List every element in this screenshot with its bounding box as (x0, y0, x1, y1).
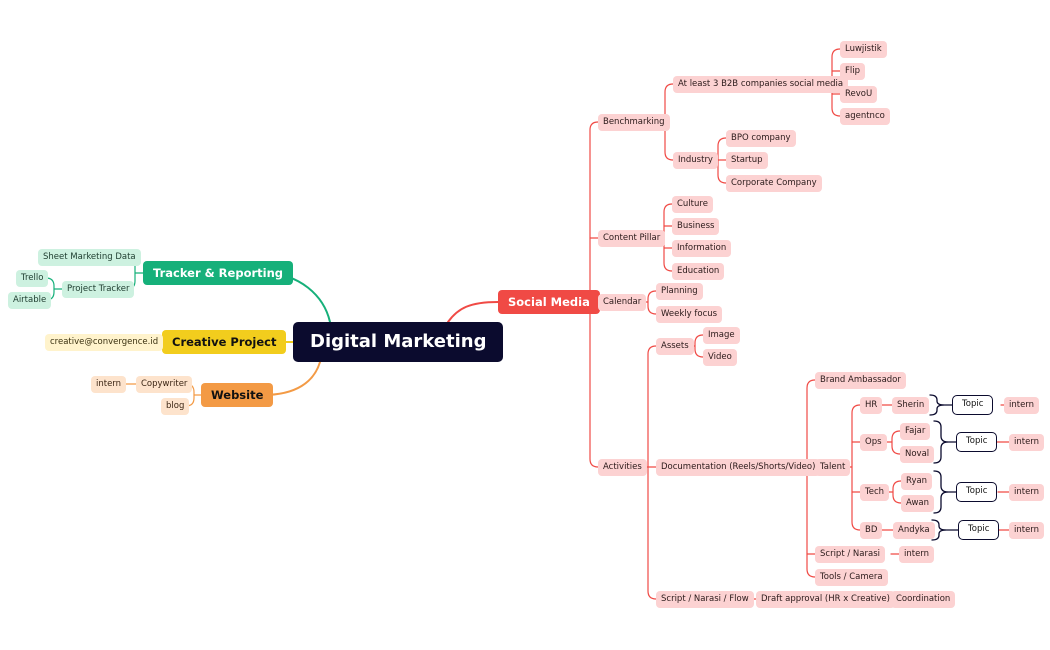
topic-ops[interactable]: Topic (956, 432, 998, 452)
node-sherin[interactable]: Sherin (892, 397, 930, 414)
node-video[interactable]: Video (703, 349, 737, 366)
brace-ops (933, 420, 949, 464)
topic-tech[interactable]: Topic (956, 482, 998, 502)
branch-social-media[interactable]: Social Media (498, 290, 600, 314)
node-education[interactable]: Education (672, 263, 725, 280)
node-tools-camera[interactable]: Tools / Camera (815, 569, 888, 586)
node-benchmarking[interactable]: Benchmarking (598, 114, 670, 131)
node-business[interactable]: Business (672, 218, 720, 235)
node-image[interactable]: Image (703, 327, 740, 344)
node-creative-email[interactable]: creative@convergence.id (45, 334, 164, 351)
node-noval[interactable]: Noval (900, 446, 935, 463)
node-coordination[interactable]: Coordination (891, 591, 956, 608)
topic-bd[interactable]: Topic (958, 520, 1000, 540)
node-activities[interactable]: Activities (598, 459, 647, 476)
brace-hr (929, 394, 945, 416)
node-script-narasi[interactable]: Script / Narasi (815, 546, 885, 563)
node-calendar[interactable]: Calendar (598, 294, 647, 311)
node-tech-intern[interactable]: intern (1009, 484, 1045, 501)
node-hr-intern[interactable]: intern (1004, 397, 1040, 414)
connector-root-social (447, 301, 499, 323)
node-tech[interactable]: Tech (860, 484, 890, 501)
node-b2b-companies[interactable]: At least 3 B2B companies social media (673, 76, 849, 93)
node-blog[interactable]: blog (161, 398, 190, 415)
node-ops-intern[interactable]: intern (1009, 434, 1045, 451)
branch-website[interactable]: Website (201, 383, 274, 407)
node-trello[interactable]: Trello (16, 270, 49, 287)
node-andyka[interactable]: Andyka (893, 522, 935, 539)
node-culture[interactable]: Culture (672, 196, 713, 213)
node-bd-intern[interactable]: intern (1009, 522, 1045, 539)
branch-creative-project[interactable]: Creative Project (162, 330, 287, 354)
node-script-narasi-flow[interactable]: Script / Narasi / Flow (656, 591, 754, 608)
node-information[interactable]: Information (672, 240, 732, 257)
node-startup[interactable]: Startup (726, 152, 768, 169)
node-talent[interactable]: Talent (815, 459, 851, 476)
node-documentation[interactable]: Documentation (Reels/Shorts/Video) (656, 459, 821, 476)
node-revou[interactable]: RevoU (840, 86, 878, 103)
node-brand-ambassador[interactable]: Brand Ambassador (815, 372, 906, 389)
node-flip[interactable]: Flip (840, 63, 866, 80)
node-luwjistik[interactable]: Luwjistik (840, 41, 887, 58)
node-hr[interactable]: HR (860, 397, 883, 414)
node-industry[interactable]: Industry (673, 152, 718, 169)
node-agentnco[interactable]: agentnco (840, 108, 890, 125)
node-script-intern[interactable]: intern (899, 546, 935, 563)
node-sheet-marketing-data[interactable]: Sheet Marketing Data (38, 249, 141, 266)
root-node[interactable]: Digital Marketing (293, 322, 504, 362)
branch-tracker-reporting[interactable]: Tracker & Reporting (143, 261, 293, 285)
node-corporate-company[interactable]: Corporate Company (726, 175, 822, 192)
node-draft-approval[interactable]: Draft approval (HR x Creative) (756, 591, 895, 608)
brace-tech (933, 470, 949, 514)
node-website-intern[interactable]: intern (91, 376, 127, 393)
node-airtable[interactable]: Airtable (8, 292, 52, 309)
topic-hr[interactable]: Topic (952, 395, 994, 415)
node-awan[interactable]: Awan (901, 495, 935, 512)
node-bd[interactable]: BD (860, 522, 883, 539)
node-weekly-focus[interactable]: Weekly focus (656, 306, 723, 323)
node-copywriter[interactable]: Copywriter (136, 376, 193, 393)
node-fajar[interactable]: Fajar (900, 423, 931, 440)
node-project-tracker[interactable]: Project Tracker (62, 281, 135, 298)
node-bpo-company[interactable]: BPO company (726, 130, 796, 147)
node-ops[interactable]: Ops (860, 434, 887, 451)
node-assets[interactable]: Assets (656, 338, 694, 355)
node-content-pillar[interactable]: Content Pillar (598, 230, 666, 247)
node-planning[interactable]: Planning (656, 283, 703, 300)
node-ryan[interactable]: Ryan (901, 473, 933, 490)
